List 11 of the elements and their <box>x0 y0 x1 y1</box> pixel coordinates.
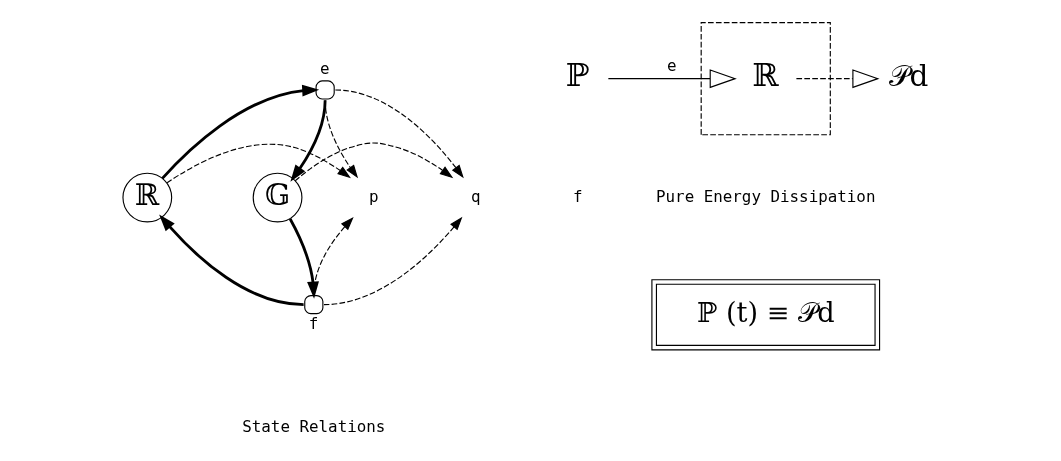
node-label: e <box>319 58 330 78</box>
node-text: p <box>368 186 379 206</box>
edge-label: e <box>666 55 677 75</box>
node-text: q <box>470 186 481 206</box>
label: Pure Energy Dissipation <box>655 186 875 206</box>
node-text: 𝒫d <box>888 58 928 93</box>
label: State Relations <box>241 416 385 436</box>
node-text: ℝ <box>752 56 779 93</box>
node-text: ℙ <box>565 56 590 93</box>
node-label: f <box>308 313 318 333</box>
label: f <box>572 186 582 206</box>
